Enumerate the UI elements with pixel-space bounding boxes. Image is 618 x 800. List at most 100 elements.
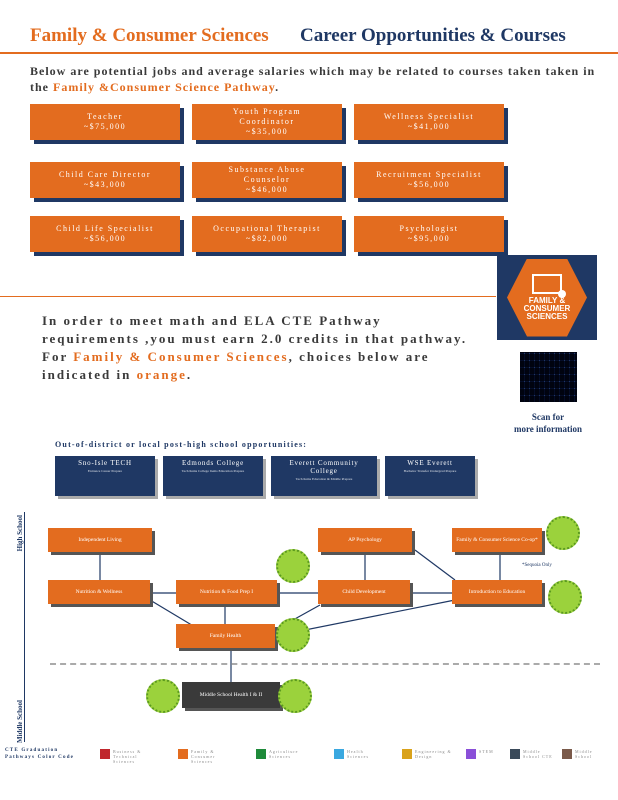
job-card-recruitment: Recruitment Specialist~$56,000 [354, 162, 504, 198]
job-salary: ~$56,000 [83, 234, 127, 243]
job-card-wellness: Wellness Specialist~$41,000 [354, 104, 504, 140]
logo-text-2: CONSUMER [523, 304, 571, 313]
legend-label: Agriculture Sciences [269, 749, 299, 759]
sequoia-note: *Sequoia Only [522, 563, 552, 568]
legend-item: Family & Consumer Sciences [178, 749, 231, 764]
option-sno-isle[interactable]: Sno-Isle TECH Entrance Career Prepare [55, 456, 155, 496]
legend-label: Middle School CTE [523, 749, 553, 759]
logo-text-1: FAMILY & [528, 296, 566, 305]
course-intro-education[interactable]: Introduction to Education [452, 580, 542, 604]
legend-item: STEM [466, 749, 503, 759]
legend-item: Engineering & Design [402, 749, 455, 759]
intro-highlight: Family &Consumer Science Pathway [53, 80, 276, 94]
course-nutrition-food-prep[interactable]: Nutrition & Food Prep I [176, 580, 277, 604]
job-salary: ~$35,000 [245, 127, 289, 136]
legend-label: Family & Consumer Sciences [191, 749, 216, 764]
course-nutrition-wellness[interactable]: Nutrition & Wellness [48, 580, 150, 604]
job-title: Youth Program Coordinator [232, 107, 302, 126]
job-title: Wellness Specialist [383, 112, 475, 121]
job-card-substance-abuse: Substance Abuse Counselor~$46,000 [192, 162, 342, 198]
course-family-health[interactable]: Family Health [176, 624, 275, 648]
legend-item: Middle School [562, 749, 609, 759]
intro-text-end: . [275, 80, 280, 94]
option-name: Everett Community College [289, 459, 359, 475]
option-sub: Entrance Career Prepare [87, 469, 123, 473]
job-card-youth-program: Youth Program Coordinator~$35,000 [192, 104, 342, 140]
legend-swatch [466, 749, 476, 759]
job-title: Substance Abuse Counselor [228, 165, 306, 184]
legend-swatch [510, 749, 520, 759]
seal-badge-icon [278, 679, 312, 713]
course-ap-psychology[interactable]: AP Psychology [318, 528, 412, 552]
legend-label: Engineering & Design [415, 749, 452, 759]
job-card-child-life: Child Life Specialist~$56,000 [30, 216, 180, 252]
legend-item: Agriculture Sciences [256, 749, 309, 759]
legend-swatch [334, 749, 344, 759]
job-card-child-care: Child Care Director~$43,000 [30, 162, 180, 198]
legend-swatch [178, 749, 188, 759]
job-salary: ~$46,000 [245, 185, 289, 194]
job-card-psychologist: Psychologist~$95,000 [354, 216, 504, 252]
job-title: Teacher [87, 112, 123, 121]
option-sub: Tech Items College Items Education Prepa… [181, 469, 245, 473]
job-salary: ~$75,000 [83, 122, 127, 131]
certificate-icon [532, 274, 566, 298]
out-of-district-title: Out-of-district or local post-high schoo… [55, 440, 308, 449]
legend-swatch [402, 749, 412, 759]
logo-text-3: SCIENCES [526, 312, 568, 321]
fcs-logo: FAMILY & CONSUMER SCIENCES [497, 255, 597, 340]
job-salary: ~$56,000 [407, 180, 451, 189]
job-card-teacher: Teacher~$75,000 [30, 104, 180, 140]
requirement-paragraph: In order to meet math and ELA CTE Pathwa… [42, 312, 482, 384]
option-sub: Bachelor Transfer Undergrad Prepare [403, 469, 457, 473]
option-name: Sno-Isle TECH [78, 459, 132, 467]
qr-code-icon[interactable] [520, 352, 577, 402]
course-fcs-coop[interactable]: Family & Consumer Science Co-op* [452, 528, 542, 552]
middle-high-divider [50, 663, 600, 665]
seal-badge-icon [146, 679, 180, 713]
grade-axis [24, 512, 25, 742]
seal-badge-icon [548, 580, 582, 614]
req-text-b: , choices below are indicated in [42, 349, 430, 382]
legend-label: Middle School [575, 749, 593, 759]
course-independent-living[interactable]: Independent Living [48, 528, 152, 552]
header-right-title: Career Opportunities & Courses [300, 25, 566, 46]
scan-line-2: more information [513, 424, 583, 434]
job-title: Child Care Director [58, 170, 152, 179]
legend-label: Health Sciences [347, 749, 369, 759]
req-highlight-1: Family & Consumer Sciences [73, 349, 289, 364]
option-sub: Tech Items Education & Middle Prepare [295, 477, 353, 481]
job-title: Child Life Specialist [56, 224, 154, 233]
job-salary: ~$95,000 [407, 234, 451, 243]
job-title: Occupational Therapist [213, 224, 321, 233]
option-name: Edmonds College [182, 459, 244, 467]
intro-paragraph: Below are potential jobs and average sal… [30, 63, 600, 95]
req-highlight-2: orange [136, 367, 187, 382]
legend-swatch [562, 749, 572, 759]
course-ms-health[interactable]: Middle School Health I & II [182, 682, 280, 708]
job-title: Recruitment Specialist [376, 170, 482, 179]
legend-title: CTE Graduation Pathways Color Code [5, 747, 74, 761]
job-salary: ~$43,000 [83, 180, 127, 189]
job-salary: ~$41,000 [407, 122, 451, 131]
scan-line-1: Scan for [531, 412, 565, 422]
legend-item: Health Sciences [334, 749, 387, 759]
scan-caption: Scan for more information [498, 411, 598, 435]
seal-badge-icon [276, 618, 310, 652]
course-child-development[interactable]: Child Development [318, 580, 410, 604]
intro-text: Below are potential jobs and average sal… [30, 64, 596, 94]
legend-label: STEM [479, 749, 494, 754]
legend-label: Business & Technical Sciences [113, 749, 142, 764]
req-text-a: In order to meet math and ELA CTE Pathwa… [42, 313, 468, 364]
legend-swatch [256, 749, 266, 759]
job-card-occupational: Occupational Therapist~$82,000 [192, 216, 342, 252]
header-divider [0, 52, 618, 54]
legend-item: Middle School CTE [510, 749, 559, 759]
option-name: WSE Everett [407, 459, 453, 467]
job-salary: ~$82,000 [245, 234, 289, 243]
legend-swatch [100, 749, 110, 759]
